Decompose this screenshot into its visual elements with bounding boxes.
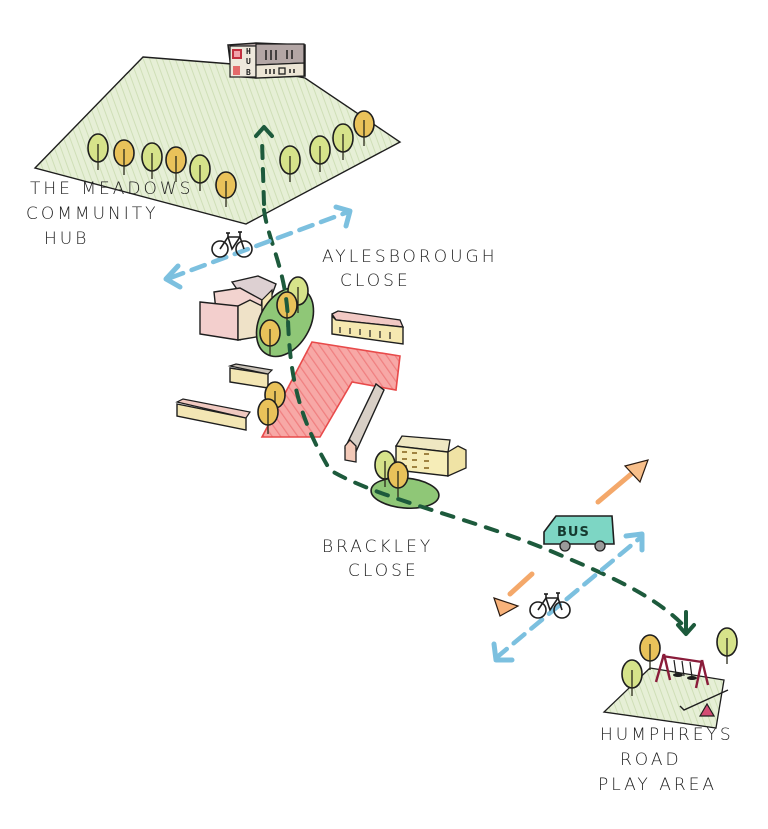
slide-ladder-icon xyxy=(698,702,716,717)
hub-letter-u: U xyxy=(246,57,251,66)
tree-icon xyxy=(716,627,738,665)
bicycle-icon xyxy=(211,231,253,258)
arrow-right-icon xyxy=(333,204,353,229)
label-brackley-line1: BRACKLEY xyxy=(322,537,433,557)
bus-label: BUS xyxy=(557,525,590,540)
label-aylesborough-line1: AYLESBOROUGH xyxy=(322,247,498,267)
label-meadows-line3: HUB xyxy=(44,229,89,249)
arrow-down-left-icon xyxy=(491,641,515,663)
label-brackley-line2: CLOSE xyxy=(348,561,419,581)
label-brackley-close: BRACKLEY CLOSE xyxy=(322,537,433,581)
label-humphreys-line3: PLAY AREA xyxy=(598,775,717,795)
arrow-down-left-icon xyxy=(493,597,520,617)
building-block-west-2 xyxy=(175,398,251,431)
arrow-up-icon xyxy=(254,125,274,138)
arrow-left-icon xyxy=(163,263,183,290)
building-diagonal-terrace xyxy=(344,382,385,463)
walking-route[interactable] xyxy=(254,125,696,636)
hub-letter-h: H xyxy=(246,47,251,56)
building-terrace-east xyxy=(331,310,405,345)
label-humphreys-line1: HUMPHREYS xyxy=(600,725,734,745)
arrow-up-right-icon xyxy=(623,531,645,553)
brackley-close-area[interactable] xyxy=(370,435,467,511)
label-humphreys-road-play-area: HUMPHREYS ROAD PLAY AREA xyxy=(598,725,734,795)
building-flats-brackley xyxy=(394,435,467,478)
swing-set-icon xyxy=(654,653,710,689)
development-site[interactable] xyxy=(260,341,401,438)
humphreys-road-play-area[interactable] xyxy=(602,627,738,729)
slide-icon xyxy=(679,689,729,711)
tree-icon xyxy=(639,634,661,671)
label-aylesborough-line2: CLOSE xyxy=(340,271,411,291)
label-meadows-line1: THE MEADOWS xyxy=(30,179,193,199)
community-hub-building[interactable]: H U B xyxy=(227,42,306,79)
arrow-up-right-icon xyxy=(623,459,649,484)
cycle-route-south[interactable] xyxy=(491,531,645,663)
building-block-west-1 xyxy=(227,363,274,389)
label-humphreys-line2: ROAD xyxy=(620,750,682,770)
bus-route[interactable]: BUS xyxy=(493,459,649,617)
bus-icon: BUS xyxy=(543,515,615,552)
aylesborough-close-area[interactable] xyxy=(175,275,405,463)
label-meadows-line2: COMMUNITY xyxy=(26,204,159,224)
cycle-route-north[interactable] xyxy=(163,204,353,290)
label-aylesborough-close: AYLESBOROUGH CLOSE xyxy=(322,247,498,291)
hub-letter-b: B xyxy=(246,68,251,77)
label-meadows-community-hub: THE MEADOWS COMMUNITY HUB xyxy=(26,179,193,249)
